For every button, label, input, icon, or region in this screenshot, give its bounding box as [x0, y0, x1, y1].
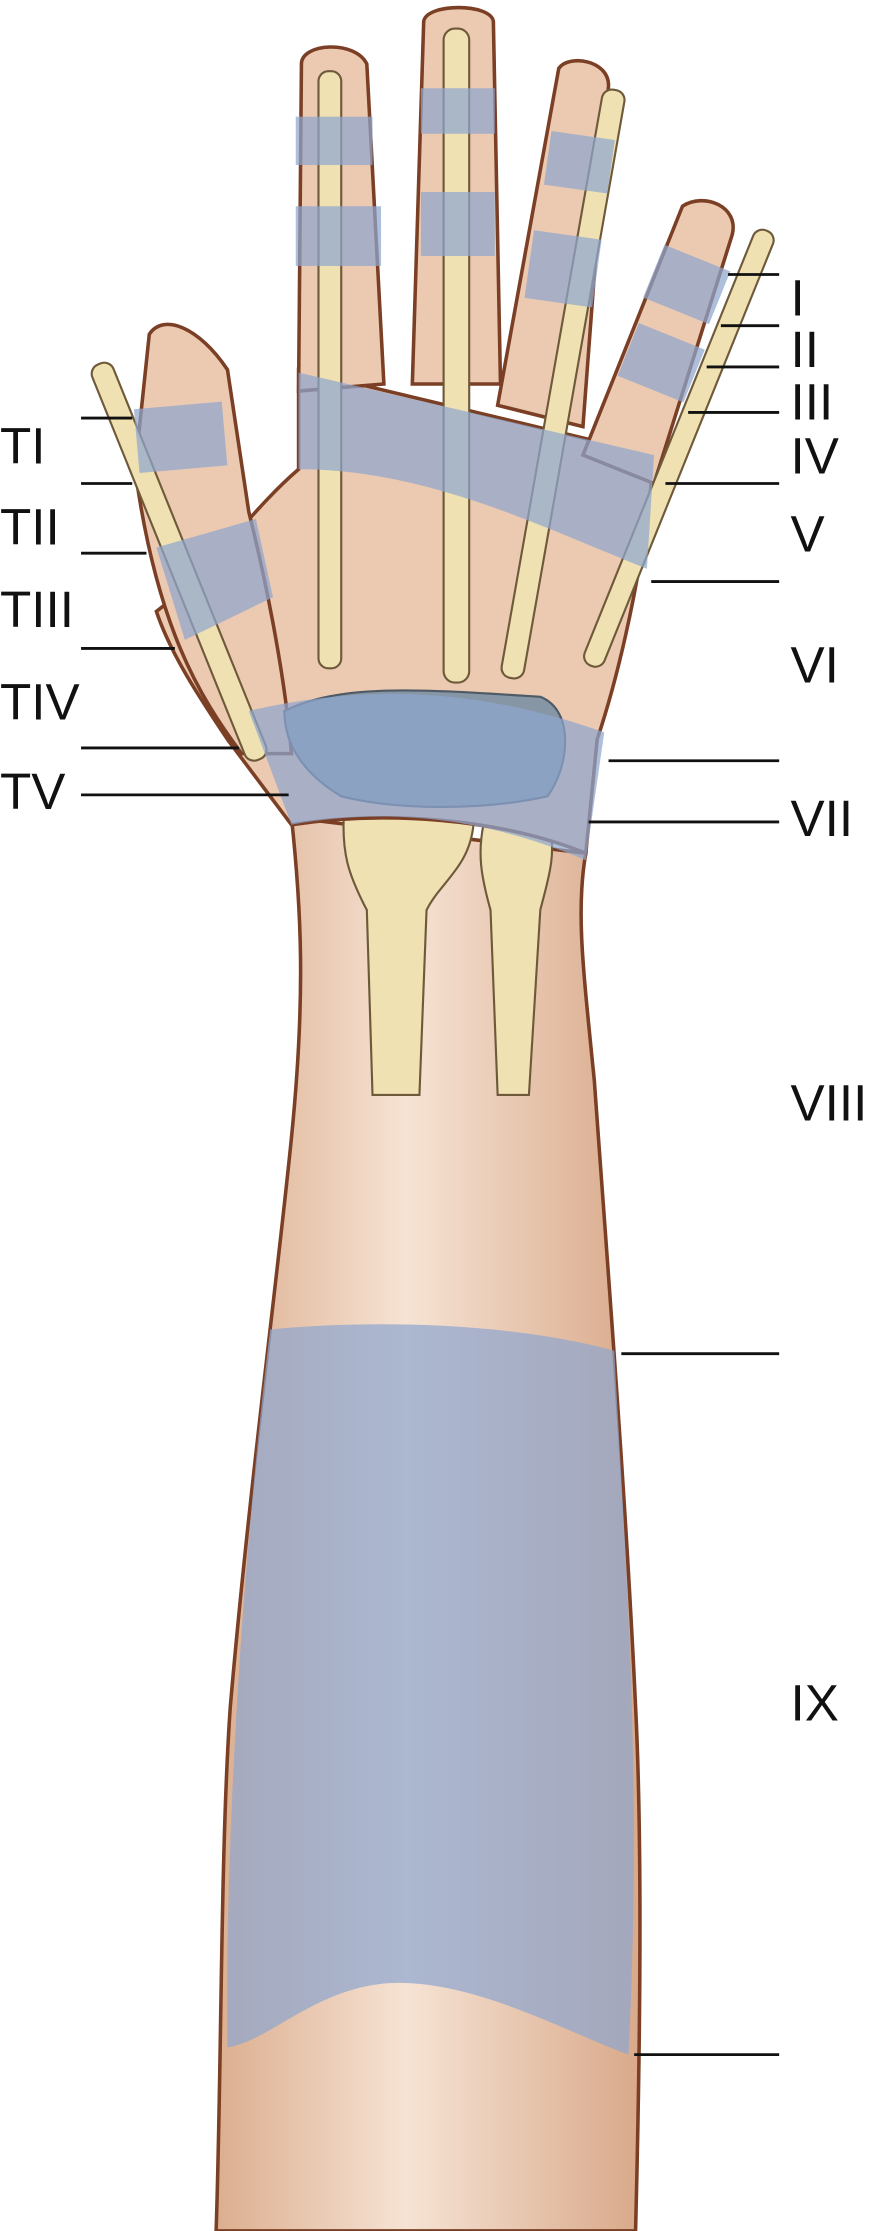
- zone-label-IV: IV: [791, 428, 839, 485]
- zone-label-TI: TI: [0, 418, 45, 475]
- zone-lines-thumb: [81, 416, 289, 797]
- zone-label-TIV: TIV: [0, 674, 80, 731]
- zone-label-TII: TII: [0, 499, 60, 556]
- zone-label-IX: IX: [791, 1674, 839, 1731]
- zone-label-I: I: [791, 270, 805, 327]
- zone-label-III: III: [791, 374, 834, 431]
- zone-lines-right: [588, 273, 780, 2057]
- zone-label-II: II: [791, 321, 819, 378]
- zone-label-VII: VII: [791, 790, 854, 847]
- zone-bands: [133, 88, 731, 2055]
- zone-label-VIII: VIII: [791, 1074, 868, 1131]
- zone-label-TV: TV: [0, 763, 65, 820]
- zone-label-V: V: [791, 506, 825, 563]
- zone-label-TIII: TIII: [0, 581, 74, 638]
- zone-label-VI: VI: [791, 637, 839, 694]
